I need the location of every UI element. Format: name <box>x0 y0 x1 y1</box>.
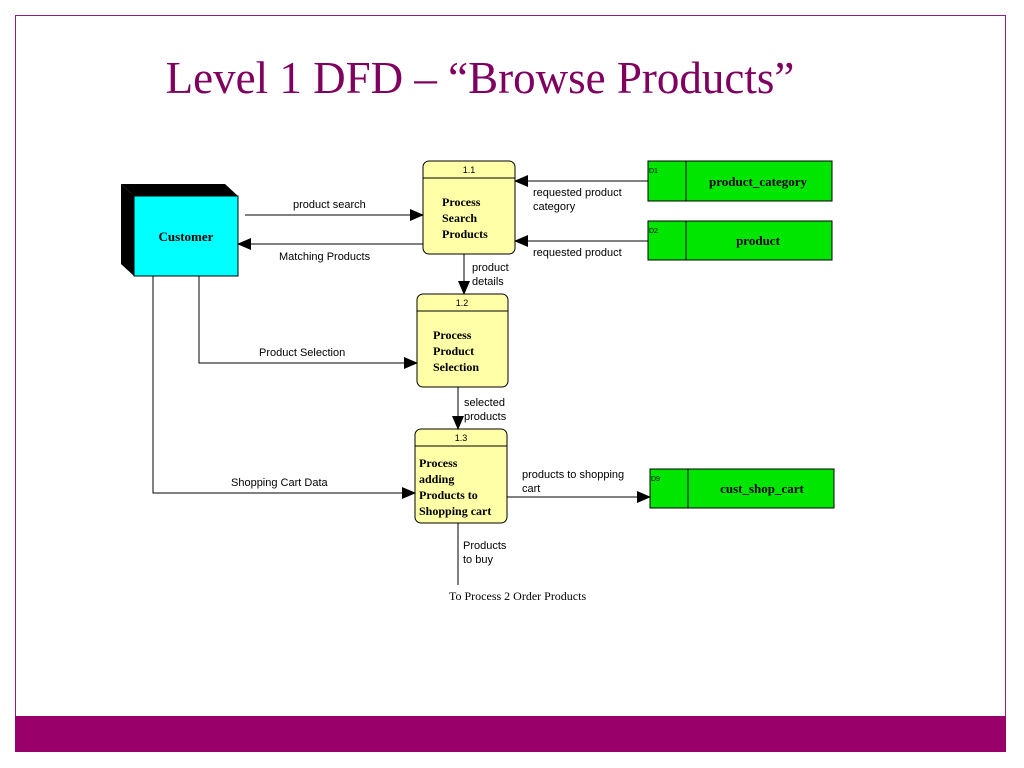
process-1-3-line3: Products to <box>419 488 478 502</box>
footer-note: To Process 2 Order Products <box>449 589 586 603</box>
flow-matching-products: Matching Products <box>237 238 423 263</box>
store-d1-name: product_category <box>709 174 807 189</box>
flow-requested-category: requested product category <box>514 175 648 213</box>
process-1-2-id: 1.2 <box>456 298 469 308</box>
flow-selected-products-label2: products <box>464 411 507 423</box>
process-1-3-id: 1.3 <box>455 433 468 443</box>
store-d9-name: cust_shop_cart <box>720 481 804 496</box>
flow-requested-category-label2: category <box>533 201 576 213</box>
flow-shopping-cart-data-label: Shopping Cart Data <box>231 477 328 489</box>
store-d1-id: D1 <box>649 168 658 175</box>
process-1-2-line3: Selection <box>433 360 479 374</box>
flow-selected-products-label1: selected <box>464 397 505 409</box>
flow-matching-products-label: Matching Products <box>279 251 371 263</box>
flow-product-selection-label: Product Selection <box>259 347 345 359</box>
process-1-1-line3: Products <box>442 227 488 241</box>
store-product: D2 product <box>647 220 833 261</box>
customer-entity: Customer <box>121 184 239 277</box>
flow-products-to-cart-label1: products to shopping <box>522 469 624 481</box>
process-1-1: 1.1 Process Search Products <box>422 160 516 255</box>
slide-bottom-bar <box>15 716 1006 752</box>
flow-product-selection: Product Selection <box>198 276 418 369</box>
flow-product-search: product search <box>245 199 424 221</box>
process-1-3-line4: Shopping cart <box>419 504 491 518</box>
store-product-category: D1 product_category <box>647 160 833 202</box>
flow-requested-product: requested product <box>514 235 648 259</box>
flow-product-search-label: product search <box>293 199 366 211</box>
store-d9-id: D9 <box>651 476 660 483</box>
store-cust-shop-cart: D9 cust_shop_cart <box>649 468 835 509</box>
process-1-3-line2: adding <box>419 472 454 486</box>
flow-requested-category-label1: requested product <box>533 187 622 199</box>
process-1-2-line1: Process <box>433 328 472 342</box>
customer-label: Customer <box>159 229 214 244</box>
flow-products-to-cart: products to shopping cart <box>507 469 651 503</box>
store-d2-name: product <box>736 233 780 248</box>
slide-frame <box>15 15 1006 752</box>
process-1-3: 1.3 Process adding Products to Shopping … <box>414 428 508 524</box>
flow-requested-product-label: requested product <box>533 247 622 259</box>
process-1-3-line1: Process <box>419 456 458 470</box>
flow-products-to-cart-label2: cart <box>522 483 540 495</box>
store-d2-id: D2 <box>649 228 658 235</box>
process-1-2: 1.2 Process Product Selection <box>416 293 509 388</box>
flow-product-details-label2: details <box>472 276 504 288</box>
flow-product-details-label1: product <box>472 262 509 274</box>
slide-title: Level 1 DFD – “Browse Products” <box>165 53 795 103</box>
flow-products-to-buy-label1: Products <box>463 540 507 552</box>
process-1-1-id: 1.1 <box>463 165 476 175</box>
process-1-2-line2: Product <box>433 344 474 358</box>
flow-products-to-buy: Products to buy <box>457 523 507 585</box>
process-1-1-line2: Search <box>442 211 477 225</box>
flow-products-to-buy-label2: to buy <box>463 554 493 566</box>
flow-product-details: product details <box>458 254 509 295</box>
flow-selected-products: selected products <box>452 387 507 430</box>
process-1-1-line1: Process <box>442 195 481 209</box>
flow-shopping-cart-data: Shopping Cart Data <box>152 276 416 499</box>
